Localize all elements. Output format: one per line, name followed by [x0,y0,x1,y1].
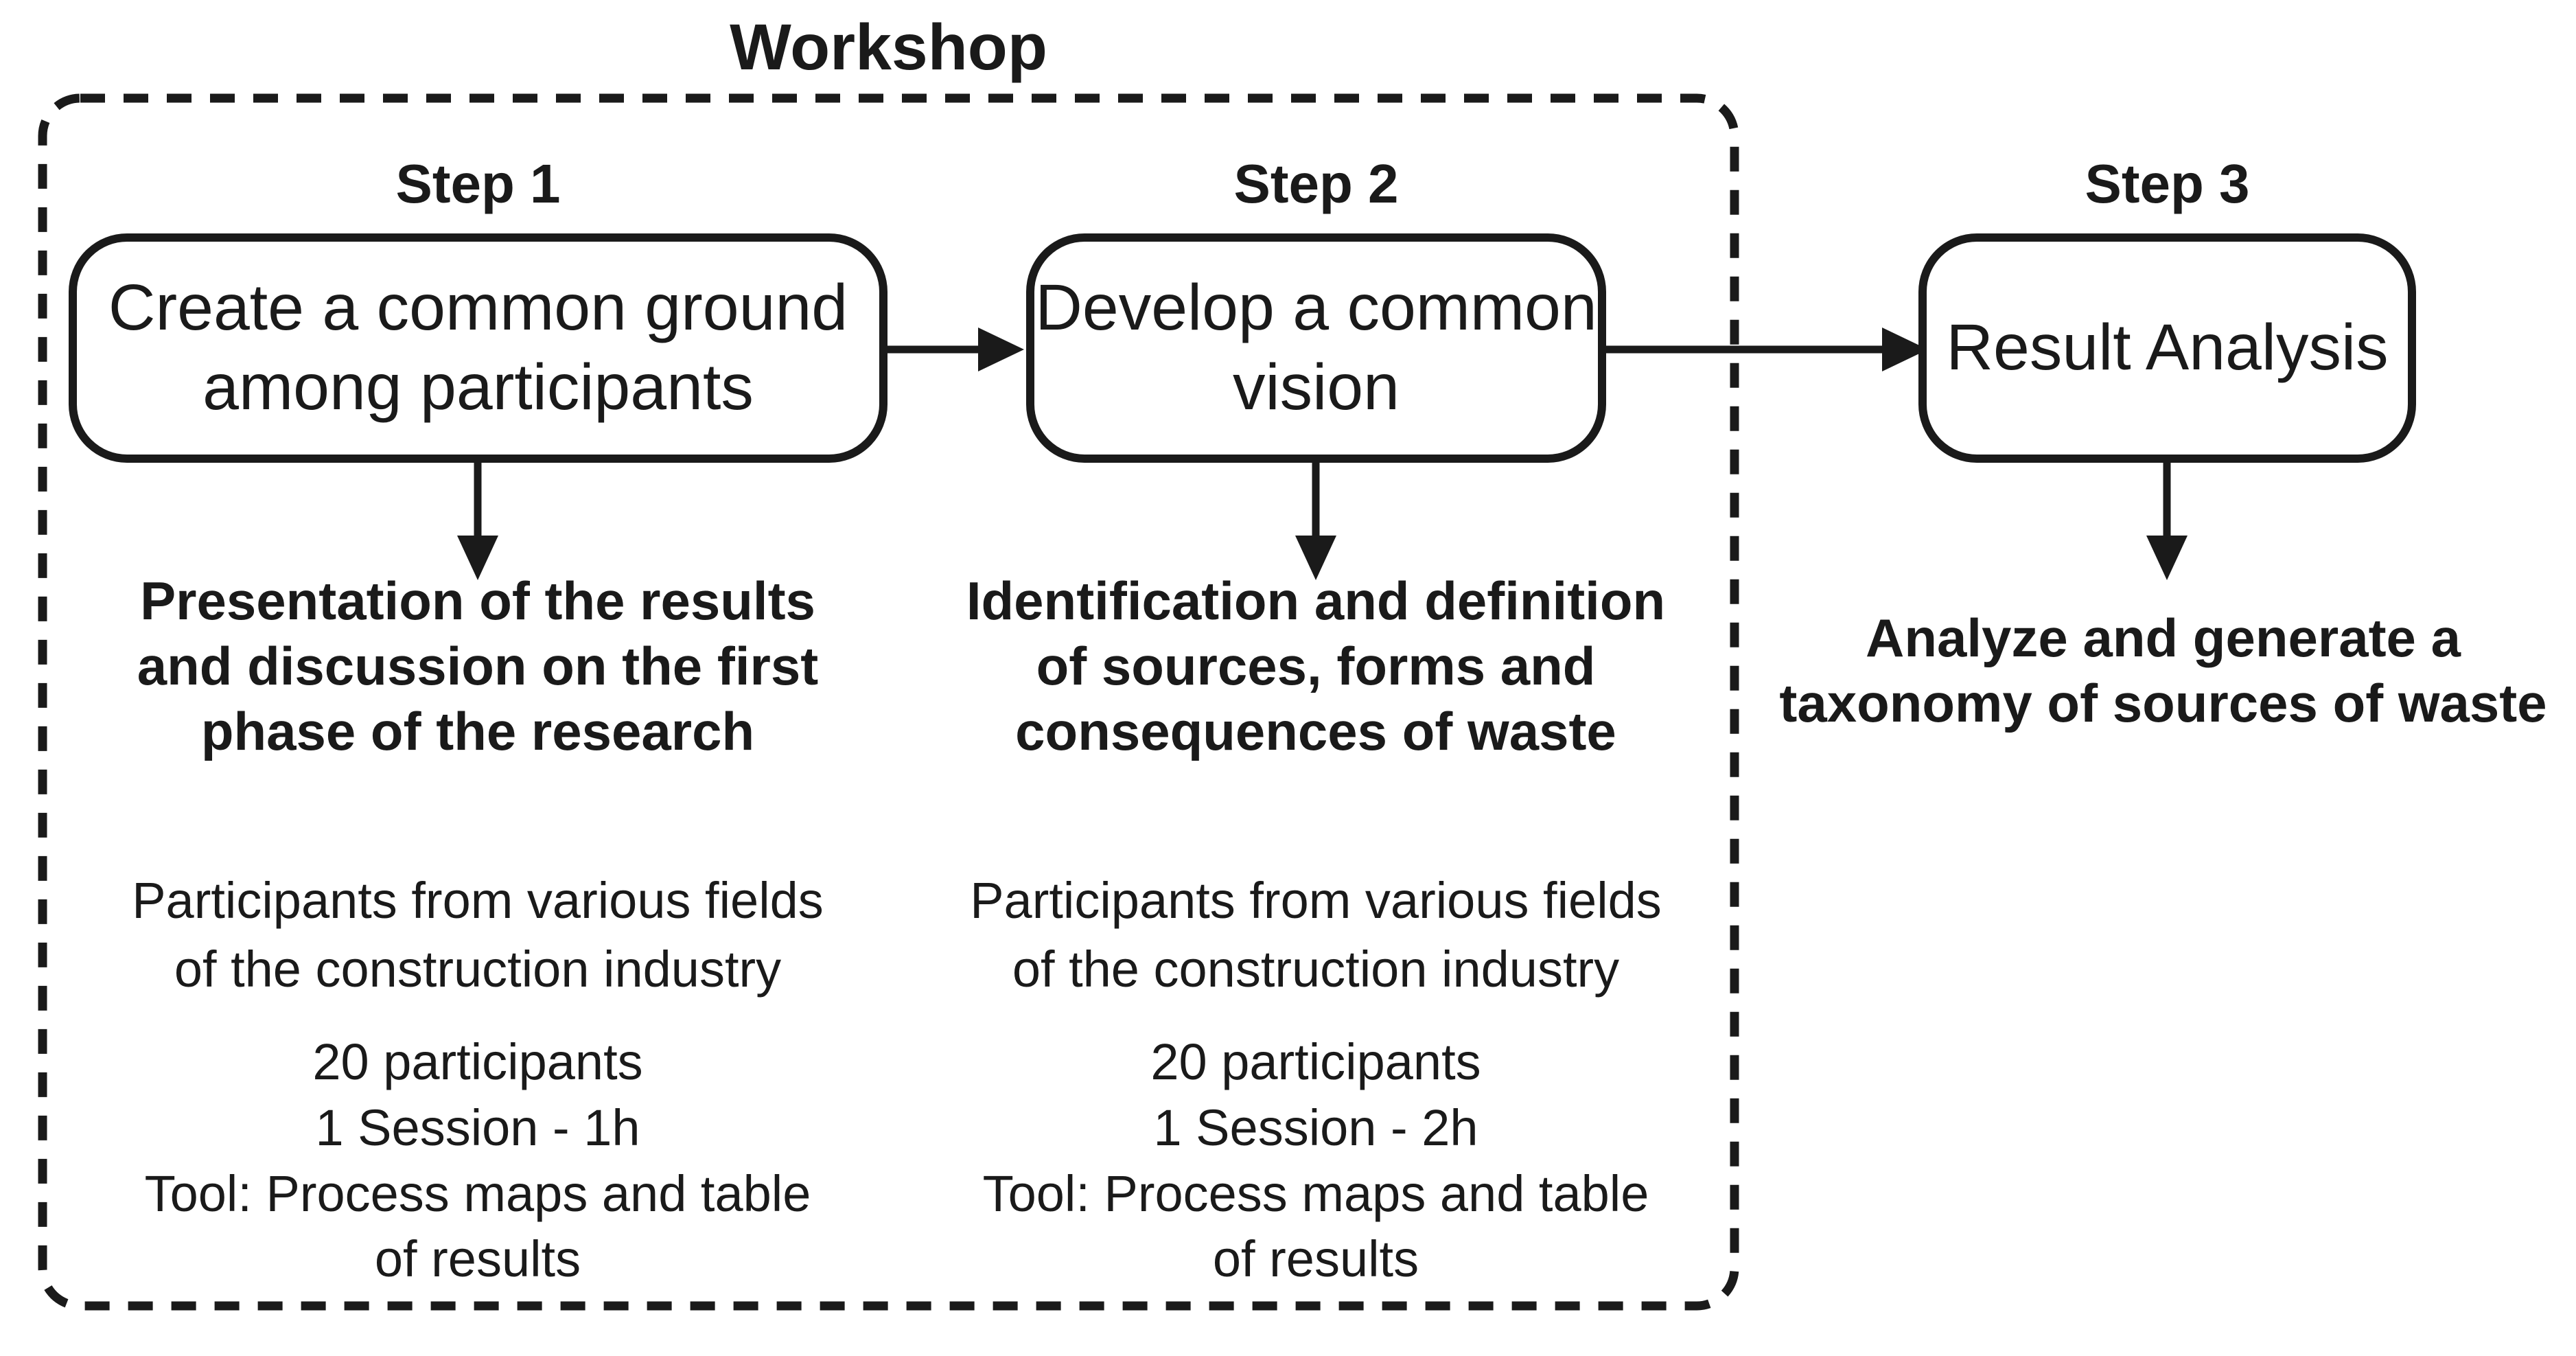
step3-outcome-text: Analyze and generate a taxonomy of sourc… [1779,608,2547,734]
step1-outcome-text: Presentation of the results and discussi… [137,571,819,762]
step2-outcome-text: Identification and definition of sources… [966,571,1666,762]
workshop-title: Workshop [730,11,1047,84]
step2-count-text: 20 participants [1150,1033,1481,1090]
step2-label: Step 2 [1233,153,1399,214]
step1-tool-text: Tool: Process maps and table of results [144,1165,811,1287]
step1-count-text: 20 participants [312,1033,643,1090]
workshop-boundary-dashed-border [38,93,1739,1311]
step1-box: Create a common ground among participant… [69,233,887,463]
down-arrowhead-icon [457,536,498,580]
down-arrowhead-icon [2146,536,2188,580]
step2-session-text: 1 Session - 2h [1153,1099,1478,1156]
step3-label: Step 3 [2085,153,2250,214]
step2-box: Develop a common vision [1026,233,1606,463]
down-arrowhead-icon [1295,536,1336,580]
step3-box: Result Analysis [1918,233,2416,463]
step1-label: Step 1 [395,153,561,214]
right-arrowhead-icon [978,327,1024,371]
step1-participants-text: Participants from various fields of the … [132,872,824,998]
step1-session-text: 1 Session - 1h [315,1099,640,1156]
step2-tool-text: Tool: Process maps and table of results [982,1165,1649,1287]
step2-participants-text: Participants from various fields of the … [970,872,1662,998]
right-arrowhead-icon [1882,327,1928,371]
